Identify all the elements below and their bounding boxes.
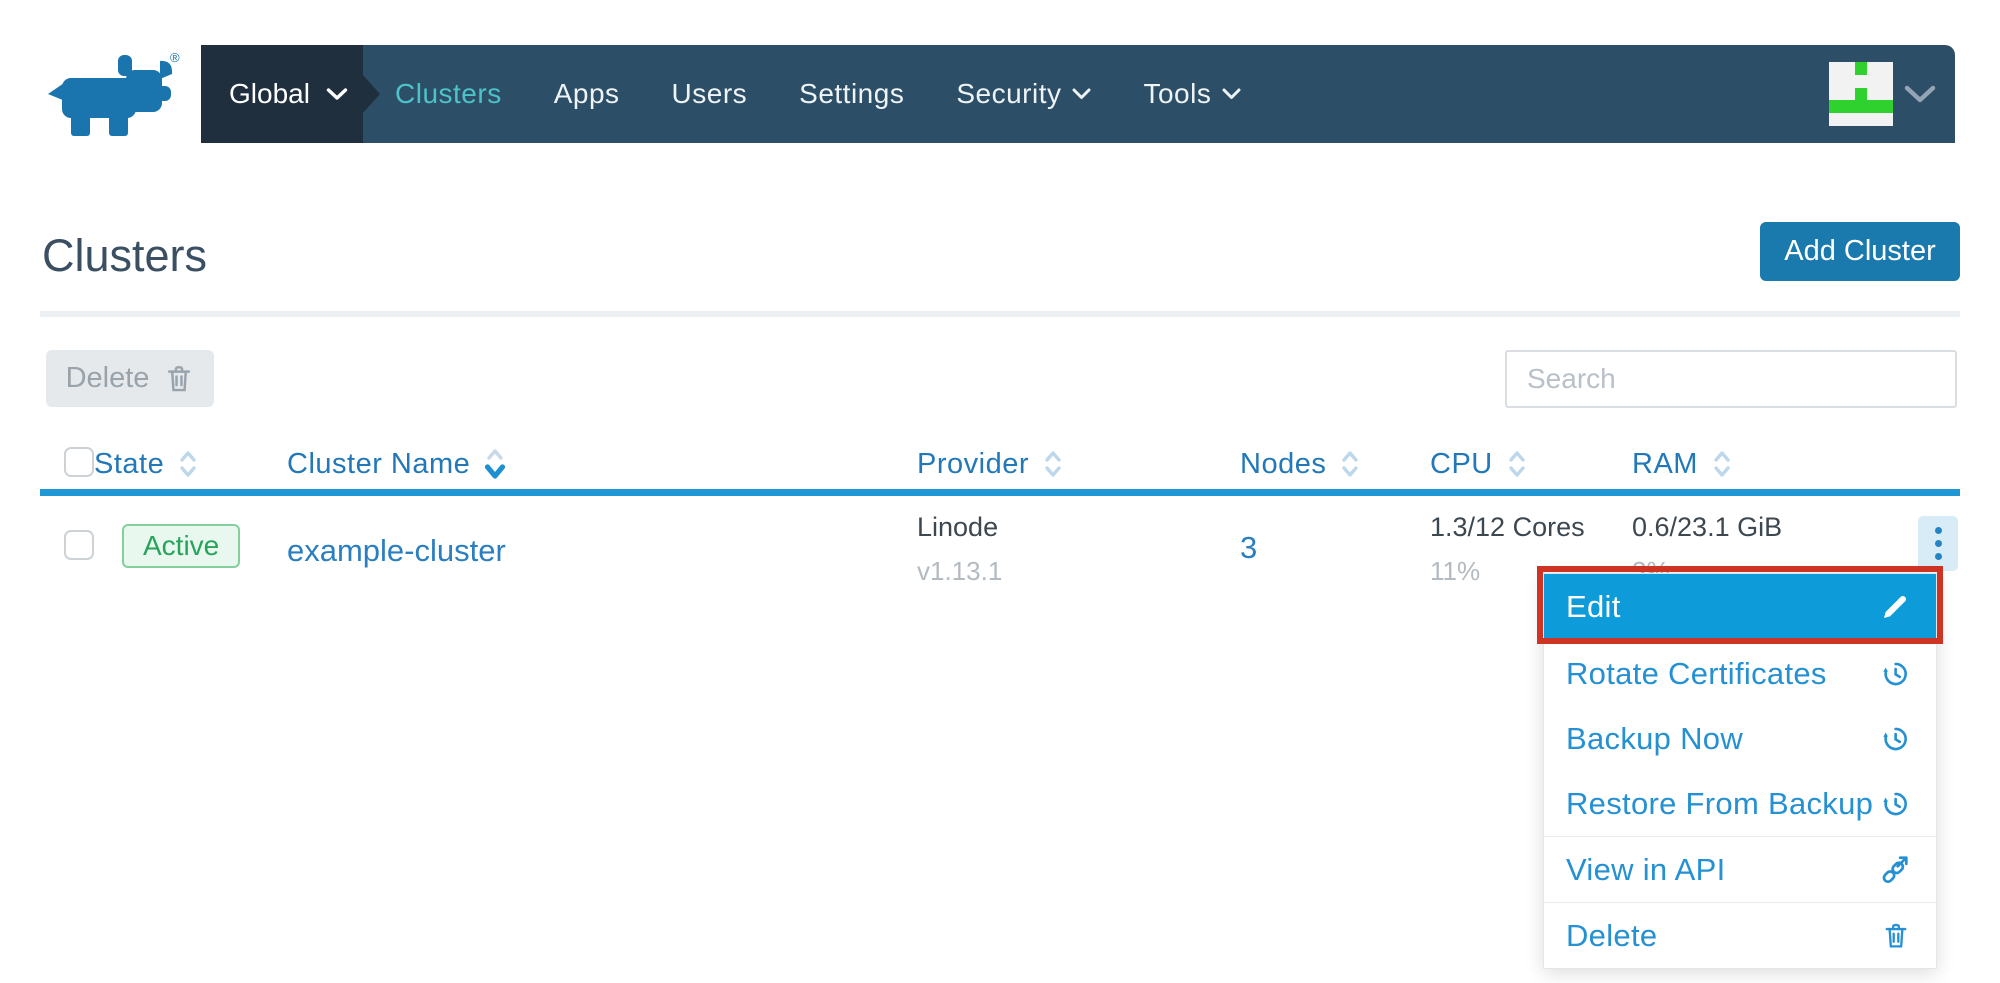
column-label: Cluster Name [287,447,471,480]
history-icon [1883,727,1907,750]
global-label: Global [229,78,310,109]
column-header-cluster-name[interactable]: Cluster Name [287,444,506,484]
trash-icon [168,365,191,391]
chevron-down-icon [1904,85,1936,103]
avatar [1829,62,1893,126]
nav-links: Clusters Apps Users Settings Security To… [395,78,1241,110]
column-header-state[interactable]: State [94,444,198,484]
menu-item-label: View in API [1566,851,1726,887]
menu-item-label: Rotate Certificates [1566,655,1827,691]
sort-carets-icon [1342,451,1359,477]
menu-item-restore-from-backup[interactable]: Restore From Backup [1544,771,1936,836]
menu-item-label: Edit [1566,589,1621,624]
row-actions-kebab-button[interactable] [1918,516,1958,571]
search-input[interactable] [1505,350,1957,408]
pencil-icon [1884,595,1907,618]
history-icon [1883,662,1907,685]
column-label: State [94,447,165,480]
provider-version: v1.13.1 [917,556,1003,586]
column-header-cpu[interactable]: CPU [1430,444,1527,484]
sort-carets-icon [1045,451,1061,477]
chevron-down-icon [1222,88,1241,99]
menu-item-label: Backup Now [1566,720,1744,756]
nav-item-apps[interactable]: Apps [553,78,620,109]
chevron-down-icon [1072,88,1091,99]
column-label: Nodes [1240,447,1327,480]
add-cluster-button[interactable]: Add Cluster [1760,222,1960,281]
nav-item-tools-label: Tools [1143,78,1212,109]
nav-item-security[interactable]: Security [956,78,1091,110]
provider-value: Linode [917,512,999,542]
menu-item-backup-now[interactable]: Backup Now [1544,706,1936,771]
row-checkbox[interactable] [64,530,94,560]
nav-item-users[interactable]: Users [671,78,748,109]
sort-carets-icon [180,451,196,477]
user-menu[interactable] [1829,62,1955,126]
menu-separator [1544,902,1936,903]
page-title: Clusters [42,230,208,281]
nav-item-clusters[interactable]: Clusters [395,78,502,109]
menu-item-label: Restore From Backup [1566,785,1874,821]
menu-separator [1544,836,1936,837]
environment-selector-global[interactable]: Global [201,45,380,143]
top-navbar: Global Clusters Apps Users Settings Secu… [201,45,1955,143]
delete-button-label: Delete [65,362,150,394]
menu-item-edit[interactable]: Edit [1544,574,1936,640]
column-label: RAM [1632,447,1698,480]
column-label: Provider [917,447,1029,480]
nav-item-settings[interactable]: Settings [799,78,905,109]
chevron-down-icon [326,87,348,100]
delete-selected-button[interactable]: Delete [46,350,214,407]
nav-item-tools[interactable]: Tools [1143,78,1241,110]
cluster-name-link[interactable]: example-cluster [287,533,506,568]
menu-item-view-in-api[interactable]: View in API [1544,837,1936,902]
nav-item-security-label: Security [956,78,1062,109]
rancher-logo[interactable]: ® [40,48,182,142]
menu-item-label: Delete [1566,917,1658,953]
external-link-icon [1882,855,1908,883]
history-icon [1883,792,1907,815]
row-actions-menu: Edit Rotate Certificates Backup Now Rest… [1543,573,1937,969]
sort-carets-icon [1509,451,1525,477]
cpu-percent: 11% [1430,556,1481,586]
table-header-divider [40,489,1960,496]
select-all-checkbox[interactable] [64,447,94,477]
trash-icon [1885,923,1907,948]
menu-item-rotate-certificates[interactable]: Rotate Certificates [1544,641,1936,706]
column-header-nodes[interactable]: Nodes [1240,444,1360,484]
title-divider [40,311,1960,317]
menu-item-delete[interactable]: Delete [1544,903,1936,968]
column-label: CPU [1430,447,1493,480]
sort-carets-icon-active-desc [485,449,506,479]
sort-carets-icon [1714,451,1730,477]
column-header-provider[interactable]: Provider [917,444,1063,484]
nodes-count-link[interactable]: 3 [1240,530,1258,565]
breadcrumb-arrow [363,75,380,113]
status-badge: Active [122,524,241,568]
ram-value: 0.6/23.1 GiB [1632,512,1783,542]
registered-mark: ® [170,50,180,65]
column-header-ram[interactable]: RAM [1632,444,1732,484]
cpu-value: 1.3/12 Cores [1430,512,1585,542]
